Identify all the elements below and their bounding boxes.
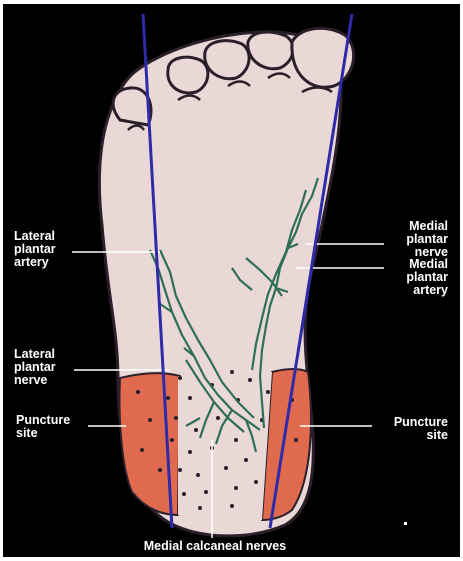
label-puncture-site-right: Puncture site — [376, 416, 448, 442]
label-medial-calcaneal-nerves: Medial calcaneal nerves — [100, 540, 330, 553]
toe-fourth — [168, 57, 208, 93]
heel-center — [178, 372, 272, 526]
toe-little — [113, 88, 151, 125]
toe-third — [205, 41, 249, 79]
label-medial-plantar-artery: Medial plantar artery — [386, 258, 448, 297]
label-lateral-plantar-nerve: Lateral plantar nerve — [14, 348, 56, 387]
label-medial-plantar-nerve: Medial plantar nerve — [386, 220, 448, 259]
label-lateral-plantar-artery: Lateral plantar artery — [14, 230, 56, 269]
corner-mark — [404, 522, 407, 525]
label-puncture-site-left: Puncture site — [16, 414, 70, 440]
